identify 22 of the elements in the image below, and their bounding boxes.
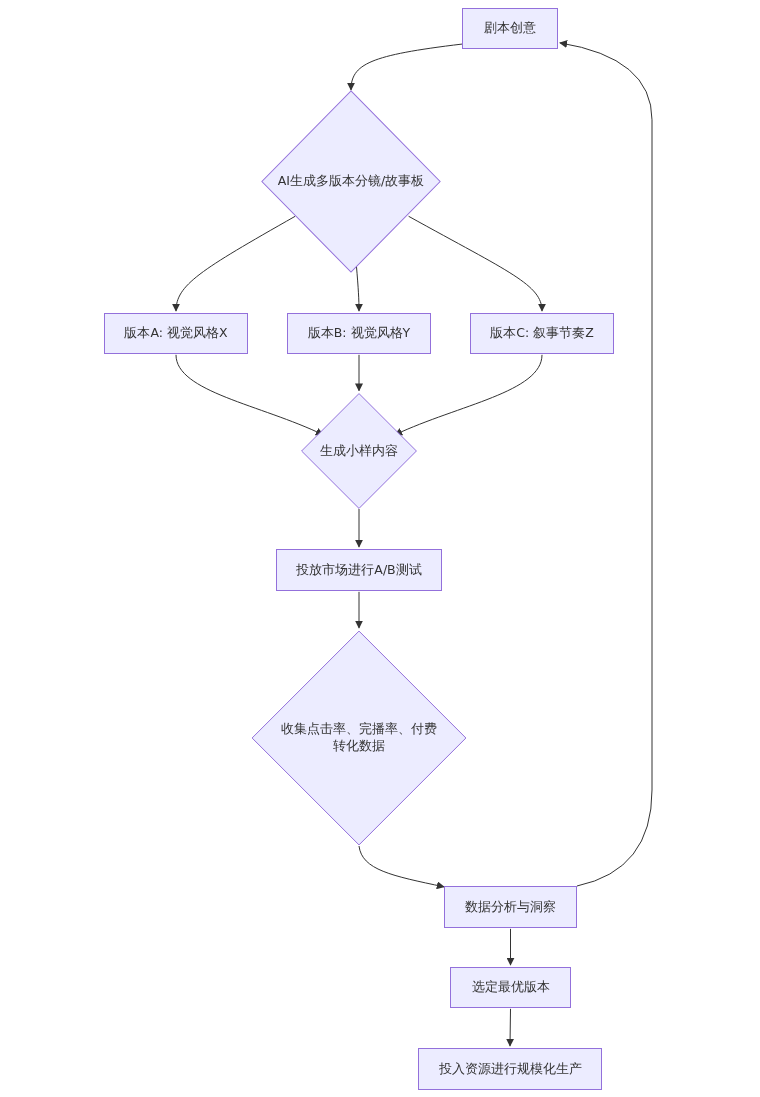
process-box: 版本C: 叙事节奏Z xyxy=(470,313,614,354)
arrow xyxy=(506,1008,515,1047)
arrow xyxy=(172,215,296,312)
process-box: 数据分析与洞察 xyxy=(444,886,577,928)
arrow xyxy=(355,354,363,392)
process-box: 版本A: 视觉风格X xyxy=(104,313,248,354)
arrow xyxy=(408,215,546,312)
decision-diamond: AI生成多版本分镜/故事板 xyxy=(261,90,441,273)
process-box: 投入资源进行规模化生产 xyxy=(418,1048,602,1090)
arrow xyxy=(358,845,445,890)
arrow xyxy=(506,928,515,966)
process-box: 剧本创意 xyxy=(462,8,558,49)
arrow xyxy=(354,265,363,312)
arrow xyxy=(355,508,363,548)
arrow xyxy=(559,40,653,887)
process-box: 版本B: 视觉风格Y xyxy=(287,313,431,354)
process-box: 选定最优版本 xyxy=(450,967,571,1008)
decision-diamond: 收集点击率、完播率、付费转化数据 xyxy=(251,630,467,846)
arrow xyxy=(355,591,363,629)
decision-diamond: 生成小样内容 xyxy=(301,393,417,509)
process-box: 投放市场进行A/B测试 xyxy=(276,549,442,591)
arrow xyxy=(347,43,463,91)
